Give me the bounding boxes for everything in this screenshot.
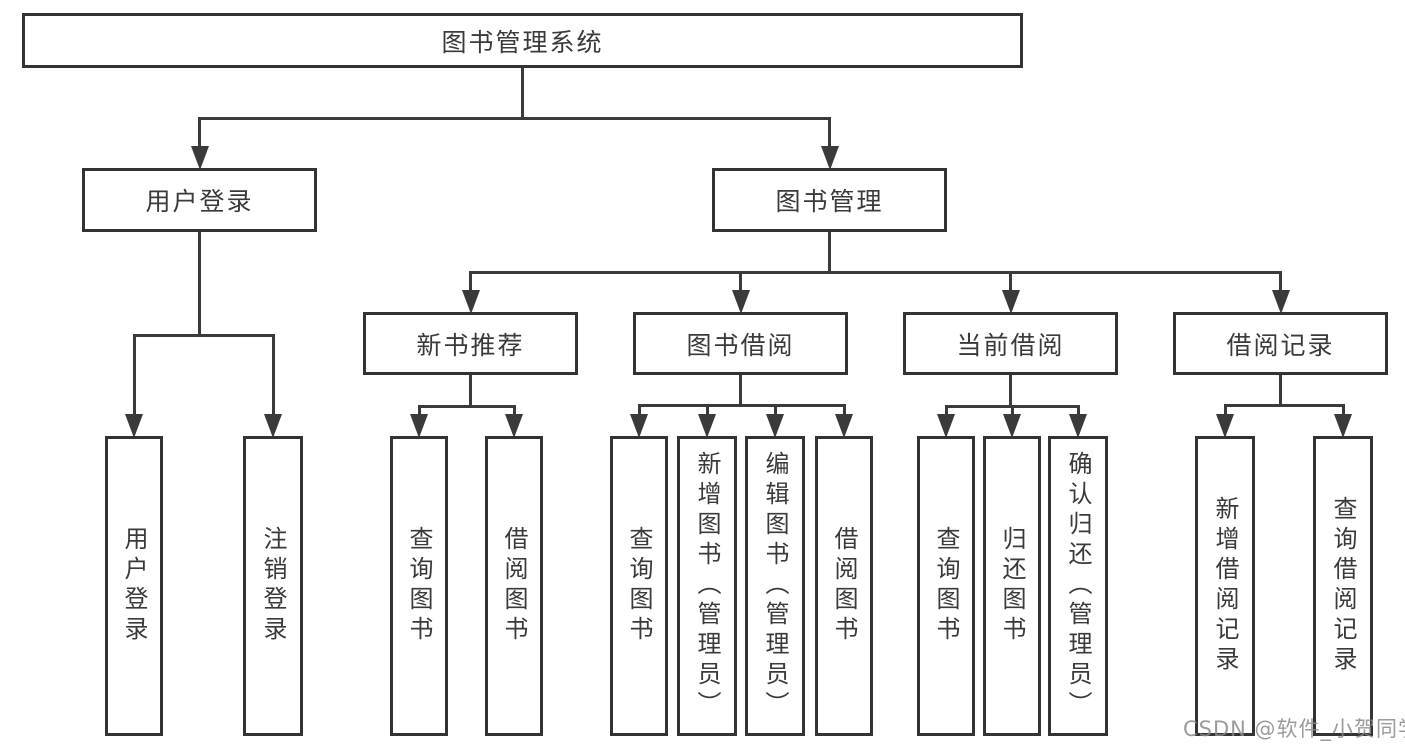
connector-stem-book-borrow: [739, 375, 742, 407]
connector-drop-login: [132, 335, 136, 418]
connector-stem-root: [521, 68, 524, 120]
arrow-down-icon-logout: [264, 414, 282, 438]
node-nbr-query-book: 查询图书: [390, 436, 448, 736]
connector-stem-borrow-records: [1279, 375, 1282, 407]
node-login: 用户登录: [105, 436, 163, 736]
connector-stem-new-book-recommend: [469, 375, 472, 408]
node-label-new-book-recommend: 新书推荐: [416, 330, 525, 360]
node-book-management: 图书管理: [712, 168, 947, 232]
connector-drop-logout: [271, 335, 275, 418]
node-label-nbr-query-book: 查询图书: [405, 526, 433, 646]
arrow-down-icon-cb-query-book: [937, 414, 955, 438]
connector-bar-borrow-records: [1223, 403, 1345, 407]
node-label-logout: 注销登录: [259, 526, 287, 646]
node-label-cb-return-book: 归还图书: [998, 526, 1026, 646]
connector-drop-bb-add-book: [705, 405, 709, 418]
arrow-down-icon-bb-query-book: [630, 414, 648, 438]
node-cb-return-book: 归还图书: [983, 436, 1041, 736]
connector-drop-nbr-query-book: [417, 406, 421, 418]
node-nbr-borrow-book: 借阅图书: [485, 436, 543, 736]
node-label-bb-query-book: 查询图书: [625, 526, 653, 646]
node-new-book-recommend: 新书推荐: [363, 312, 578, 375]
arrow-down-icon-borrow-records: [1271, 290, 1290, 314]
connector-bar-book-management: [469, 270, 1282, 274]
connector-drop-bb-query-book: [637, 405, 641, 418]
node-label-user-login: 用户登录: [145, 187, 254, 216]
connector-bar-new-book-recommend: [417, 404, 516, 408]
arrow-down-icon-bb-add-book: [698, 414, 716, 438]
arrow-down-icon-book-management: [820, 146, 839, 170]
csdn-watermark: CSDN @软件_小贺同学: [1183, 717, 1405, 741]
connector-drop-nbr-borrow-book: [512, 406, 516, 418]
node-bb-borrow-book: 借阅图书: [815, 436, 873, 736]
node-label-bb-add-book: 新增图书（管理员）: [693, 451, 721, 721]
node-label-bb-borrow-book: 借阅图书: [830, 526, 858, 646]
node-label-root: 图书管理系统: [441, 27, 604, 57]
arrow-down-icon-cb-return-book: [1003, 414, 1021, 438]
arrow-down-icon-cb-confirm-return: [1069, 414, 1087, 438]
node-label-cb-confirm-return: 确认归还（管理员）: [1064, 451, 1092, 721]
node-root: 图书管理系统: [22, 13, 1023, 68]
connector-drop-bb-borrow-book: [842, 405, 846, 418]
connector-drop-borrow-records: [1279, 272, 1282, 294]
connector-drop-current-borrow: [1009, 272, 1012, 294]
connector-bar-book-borrow: [637, 403, 846, 407]
arrow-down-icon-user-login: [190, 146, 209, 170]
node-logout: 注销登录: [243, 436, 303, 736]
connector-bar-root: [198, 116, 831, 120]
node-label-current-borrow: 当前借阅: [956, 330, 1065, 360]
node-borrow-records: 借阅记录: [1173, 312, 1388, 375]
arrow-down-icon-new-book-recommend: [461, 290, 480, 314]
node-cb-confirm-return: 确认归还（管理员）: [1048, 436, 1108, 736]
connector-drop-br-query-record: [1341, 405, 1345, 418]
node-label-br-query-record: 查询借阅记录: [1329, 496, 1357, 676]
connector-drop-user-login: [198, 118, 201, 150]
node-label-nbr-borrow-book: 借阅图书: [500, 526, 528, 646]
connector-drop-book-management: [828, 118, 831, 150]
arrow-down-icon-nbr-borrow-book: [505, 414, 523, 438]
node-label-book-management: 图书管理: [775, 187, 884, 216]
node-cb-query-book: 查询图书: [917, 436, 975, 736]
node-label-book-borrow: 图书借阅: [686, 330, 795, 360]
connector-drop-book-borrow: [739, 272, 742, 294]
node-user-login: 用户登录: [82, 168, 317, 232]
connector-bar-user-login: [132, 333, 275, 337]
node-bb-edit-book: 编辑图书（管理员）: [745, 436, 805, 736]
connector-drop-new-book-recommend: [469, 272, 472, 294]
connector-drop-cb-confirm-return: [1076, 406, 1080, 418]
connector-drop-br-add-record: [1223, 405, 1227, 418]
arrow-down-icon-current-borrow: [1001, 290, 1020, 314]
node-bb-query-book: 查询图书: [610, 436, 668, 736]
node-br-add-record: 新增借阅记录: [1195, 436, 1255, 736]
arrow-down-icon-bb-borrow-book: [835, 414, 853, 438]
connector-stem-current-borrow: [1009, 375, 1012, 408]
node-label-br-add-record: 新增借阅记录: [1211, 496, 1239, 676]
node-br-query-record: 查询借阅记录: [1313, 436, 1373, 736]
arrow-down-icon-login: [125, 414, 143, 438]
connector-stem-book-management: [828, 232, 831, 274]
node-label-cb-query-book: 查询图书: [932, 526, 960, 646]
node-label-borrow-records: 借阅记录: [1226, 330, 1335, 360]
node-label-login: 用户登录: [120, 526, 148, 646]
arrow-down-icon-bb-edit-book: [766, 414, 784, 438]
node-bb-add-book: 新增图书（管理员）: [677, 436, 737, 736]
connector-drop-cb-return-book: [1010, 406, 1014, 418]
arrow-down-icon-nbr-query-book: [410, 414, 428, 438]
connector-stem-user-login: [198, 232, 201, 337]
connector-drop-bb-edit-book: [773, 405, 777, 418]
arrow-down-icon-br-query-record: [1334, 414, 1352, 438]
node-current-borrow: 当前借阅: [903, 312, 1118, 375]
connector-drop-cb-query-book: [944, 406, 948, 418]
arrow-down-icon-br-add-record: [1216, 414, 1234, 438]
arrow-down-icon-book-borrow: [731, 290, 750, 314]
node-book-borrow: 图书借阅: [633, 312, 848, 375]
node-label-bb-edit-book: 编辑图书（管理员）: [761, 451, 789, 721]
